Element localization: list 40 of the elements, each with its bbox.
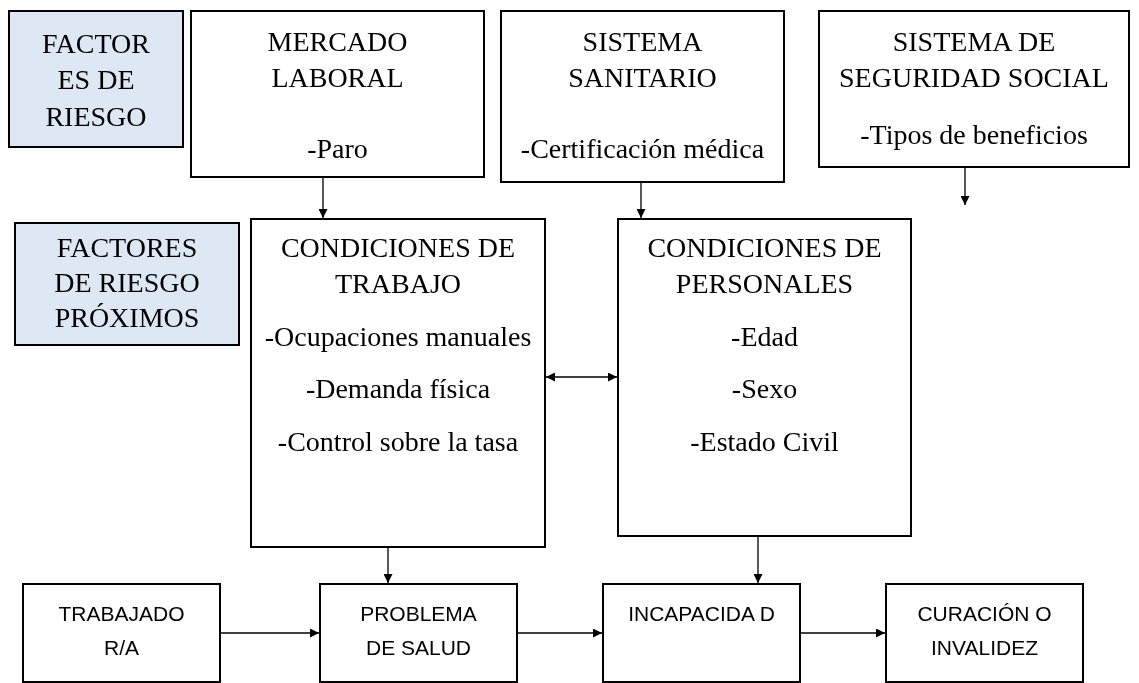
arrow bbox=[960, 167, 970, 206]
box-item: -Paro bbox=[307, 131, 368, 166]
box-heading: INCAPACIDA D bbox=[628, 601, 775, 627]
box-item: -Sexo bbox=[731, 372, 798, 407]
box-heading: FACTORES DE RIESGO PRÓXIMOS bbox=[53, 231, 201, 335]
process-box bbox=[818, 10, 1130, 168]
arrow bbox=[383, 547, 393, 584]
box-item: -Certificación médica bbox=[520, 131, 765, 166]
process-box bbox=[617, 218, 912, 537]
box-heading: CONDICIONES DE PERSONALES bbox=[646, 231, 883, 302]
process-box bbox=[22, 583, 221, 683]
arrow bbox=[800, 628, 886, 638]
box-heading: TRABAJADO R/A bbox=[57, 601, 186, 661]
arrow bbox=[753, 536, 763, 584]
arrow bbox=[220, 628, 320, 638]
box-item: -Demanda física bbox=[305, 372, 491, 407]
arrow bbox=[318, 177, 328, 219]
process-box bbox=[885, 583, 1084, 683]
box-heading: SISTEMA DE SEGURIDAD SOCIAL bbox=[838, 25, 1110, 96]
box-heading: CURACIÓN O INVALIDEZ bbox=[916, 601, 1053, 661]
arrow bbox=[636, 182, 646, 219]
arrow bbox=[545, 372, 618, 382]
box-heading: MERCADO LABORAL bbox=[266, 25, 409, 96]
box-heading: PROBLEMA DE SALUD bbox=[359, 601, 478, 661]
process-box bbox=[602, 583, 801, 683]
box-item: -Ocupaciones manuales bbox=[264, 319, 532, 354]
category-box bbox=[8, 10, 184, 148]
box-item: -Edad bbox=[731, 319, 798, 354]
box-heading: CONDICIONES DE TRABAJO bbox=[279, 231, 517, 302]
box-item: -Tipos de beneficios bbox=[860, 117, 1088, 152]
process-box bbox=[250, 218, 546, 548]
box-heading: FACTOR ES DE RIESGO bbox=[41, 27, 151, 134]
process-box bbox=[319, 583, 518, 683]
category-box bbox=[14, 222, 240, 346]
process-box bbox=[190, 10, 485, 178]
arrow bbox=[517, 628, 603, 638]
box-item: -Estado Civil bbox=[690, 424, 839, 459]
box-item: -Control sobre la tasa bbox=[277, 424, 519, 459]
box-heading: SISTEMA SANITARIO bbox=[567, 25, 718, 96]
process-box bbox=[500, 10, 785, 183]
